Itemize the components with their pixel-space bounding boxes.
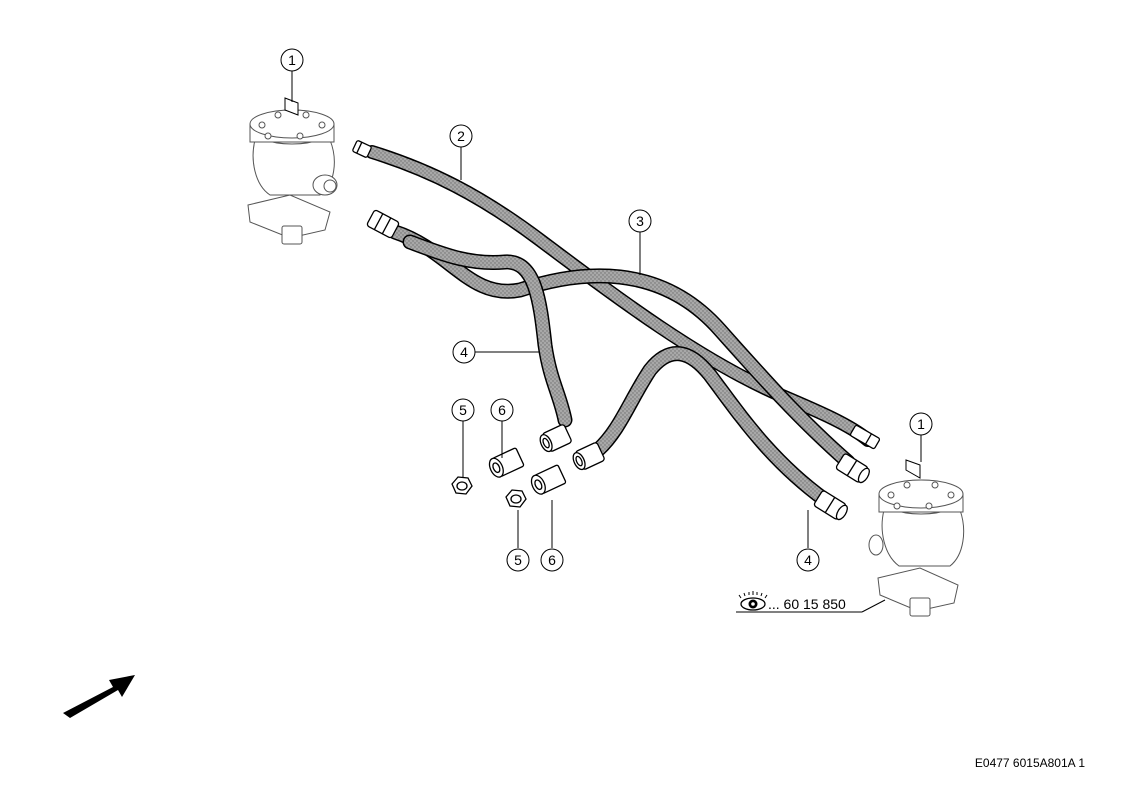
view-direction-arrow-icon	[63, 675, 135, 718]
leader-lines	[291, 71, 922, 613]
svg-text:6: 6	[548, 552, 556, 568]
svg-text:2: 2	[457, 128, 465, 144]
callout-5-top: 5	[451, 398, 475, 422]
hose-2	[365, 145, 875, 447]
motor-unit-1-right	[868, 459, 965, 617]
image-code: E0477 6015A801A 1	[975, 756, 1085, 770]
reference-number: ... 60 15 850	[768, 596, 846, 612]
callout-1-right: 1	[909, 412, 933, 436]
hose-4-left	[402, 234, 573, 428]
fitting-part-6b	[530, 464, 567, 495]
eye-icon	[738, 591, 768, 611]
svg-text:4: 4	[460, 344, 468, 360]
callout-6-bottom: 6	[540, 548, 564, 572]
svg-text:5: 5	[514, 552, 522, 568]
svg-text:1: 1	[288, 52, 296, 68]
hose-3	[387, 224, 856, 470]
nut-part-5a	[451, 476, 473, 495]
callout-4-right: 4	[796, 548, 820, 572]
hose-4-right	[590, 346, 833, 508]
callout-2: 2	[449, 124, 473, 148]
callout-6-top: 6	[490, 398, 514, 422]
callout-4-left: 4	[452, 340, 476, 364]
svg-text:4: 4	[804, 552, 812, 568]
callout-1-left: 1	[280, 48, 304, 72]
svg-text:1: 1	[917, 416, 925, 432]
hose-fittings	[352, 140, 881, 521]
svg-text:5: 5	[459, 402, 467, 418]
motor-unit-1-left	[247, 97, 338, 245]
svg-text:6: 6	[498, 402, 506, 418]
callout-3: 3	[628, 209, 652, 233]
svg-text:3: 3	[636, 213, 644, 229]
callout-5-bottom: 5	[506, 548, 530, 572]
fitting-part-6a	[488, 447, 525, 478]
nut-part-5b	[505, 489, 527, 508]
